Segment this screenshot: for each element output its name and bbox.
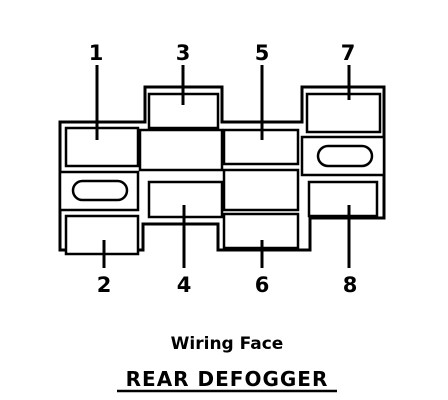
cavity-center-upper <box>138 128 224 172</box>
oval-latch-slot-left <box>71 179 129 202</box>
connector-title: REAR DEFOGGER <box>126 367 329 391</box>
pin-label-2: 2 <box>97 273 112 297</box>
pin-label-4: 4 <box>177 273 192 297</box>
pin-label-3: 3 <box>176 41 191 65</box>
wiring-face-caption: Wiring Face <box>171 334 284 354</box>
pin-label-6: 6 <box>255 273 270 297</box>
oval-latch-slot-right <box>316 144 374 168</box>
pin-label-1: 1 <box>89 41 104 65</box>
cavity-center-right <box>222 168 300 212</box>
pin-label-5: 5 <box>255 41 270 65</box>
cavity-8 <box>307 180 379 218</box>
cavity-1 <box>64 126 140 168</box>
cavity-2 <box>64 214 140 256</box>
pin-label-7: 7 <box>341 41 356 65</box>
pin-label-8: 8 <box>343 273 358 297</box>
cavity-7 <box>305 92 382 134</box>
